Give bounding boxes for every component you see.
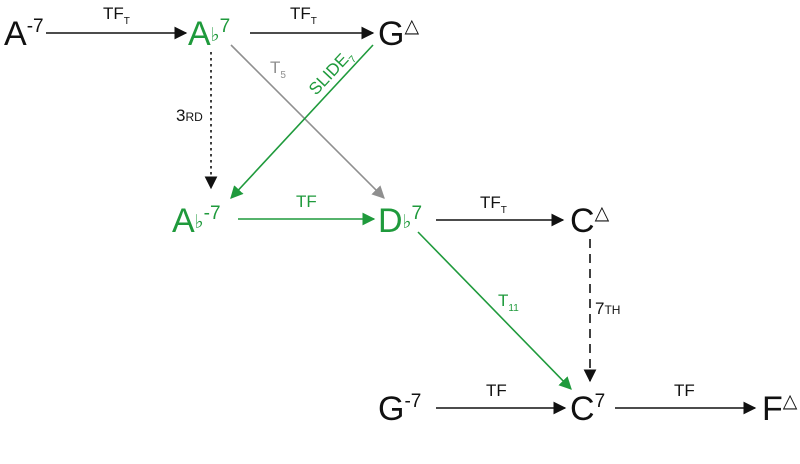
chord-ab-dominant7: A♭7 [188,15,230,53]
arrows [46,26,757,415]
label-ab-to-abm: 3RD [176,106,203,125]
label-cmaj-to-c7: 7TH [595,299,620,318]
chord-c-dominant7: C7 [570,390,605,428]
edge-labels: TFT TFT T5 SLIDE7 3RD TF TFT T11 7TH TF … [103,4,695,400]
chord-db-dominant7: D♭7 [378,202,422,240]
label-db-to-c: TFT [480,193,507,216]
label-abm-to-db: TF [296,192,317,211]
chord-nodes: A-7 A♭7 G△ A♭-7 D♭7 C△ G-7 C7 F△ [4,15,798,428]
label-db-to-c7: T11 [498,291,519,314]
label-ab-to-g: TFT [290,4,317,27]
label-g-to-abm: SLIDE7 [305,45,359,101]
arrow-g-to-abm [230,44,374,199]
chord-g-minor7: G-7 [378,390,421,428]
chord-g-major7: G△ [378,15,419,53]
chord-f-major7: F△ [762,390,798,428]
label-c7-to-f: TF [674,381,695,400]
chord-c-major7: C△ [570,202,610,240]
label-gm-to-c7: TF [486,381,507,400]
chord-ab-minor7: A♭-7 [172,202,221,240]
arrow-ab-to-db [230,44,385,199]
label-ab-to-db: T5 [270,58,286,81]
arrow-db-to-c7 [417,231,572,390]
chord-a-minor7: A-7 [4,15,44,53]
label-a-to-ab: TFT [103,4,130,27]
